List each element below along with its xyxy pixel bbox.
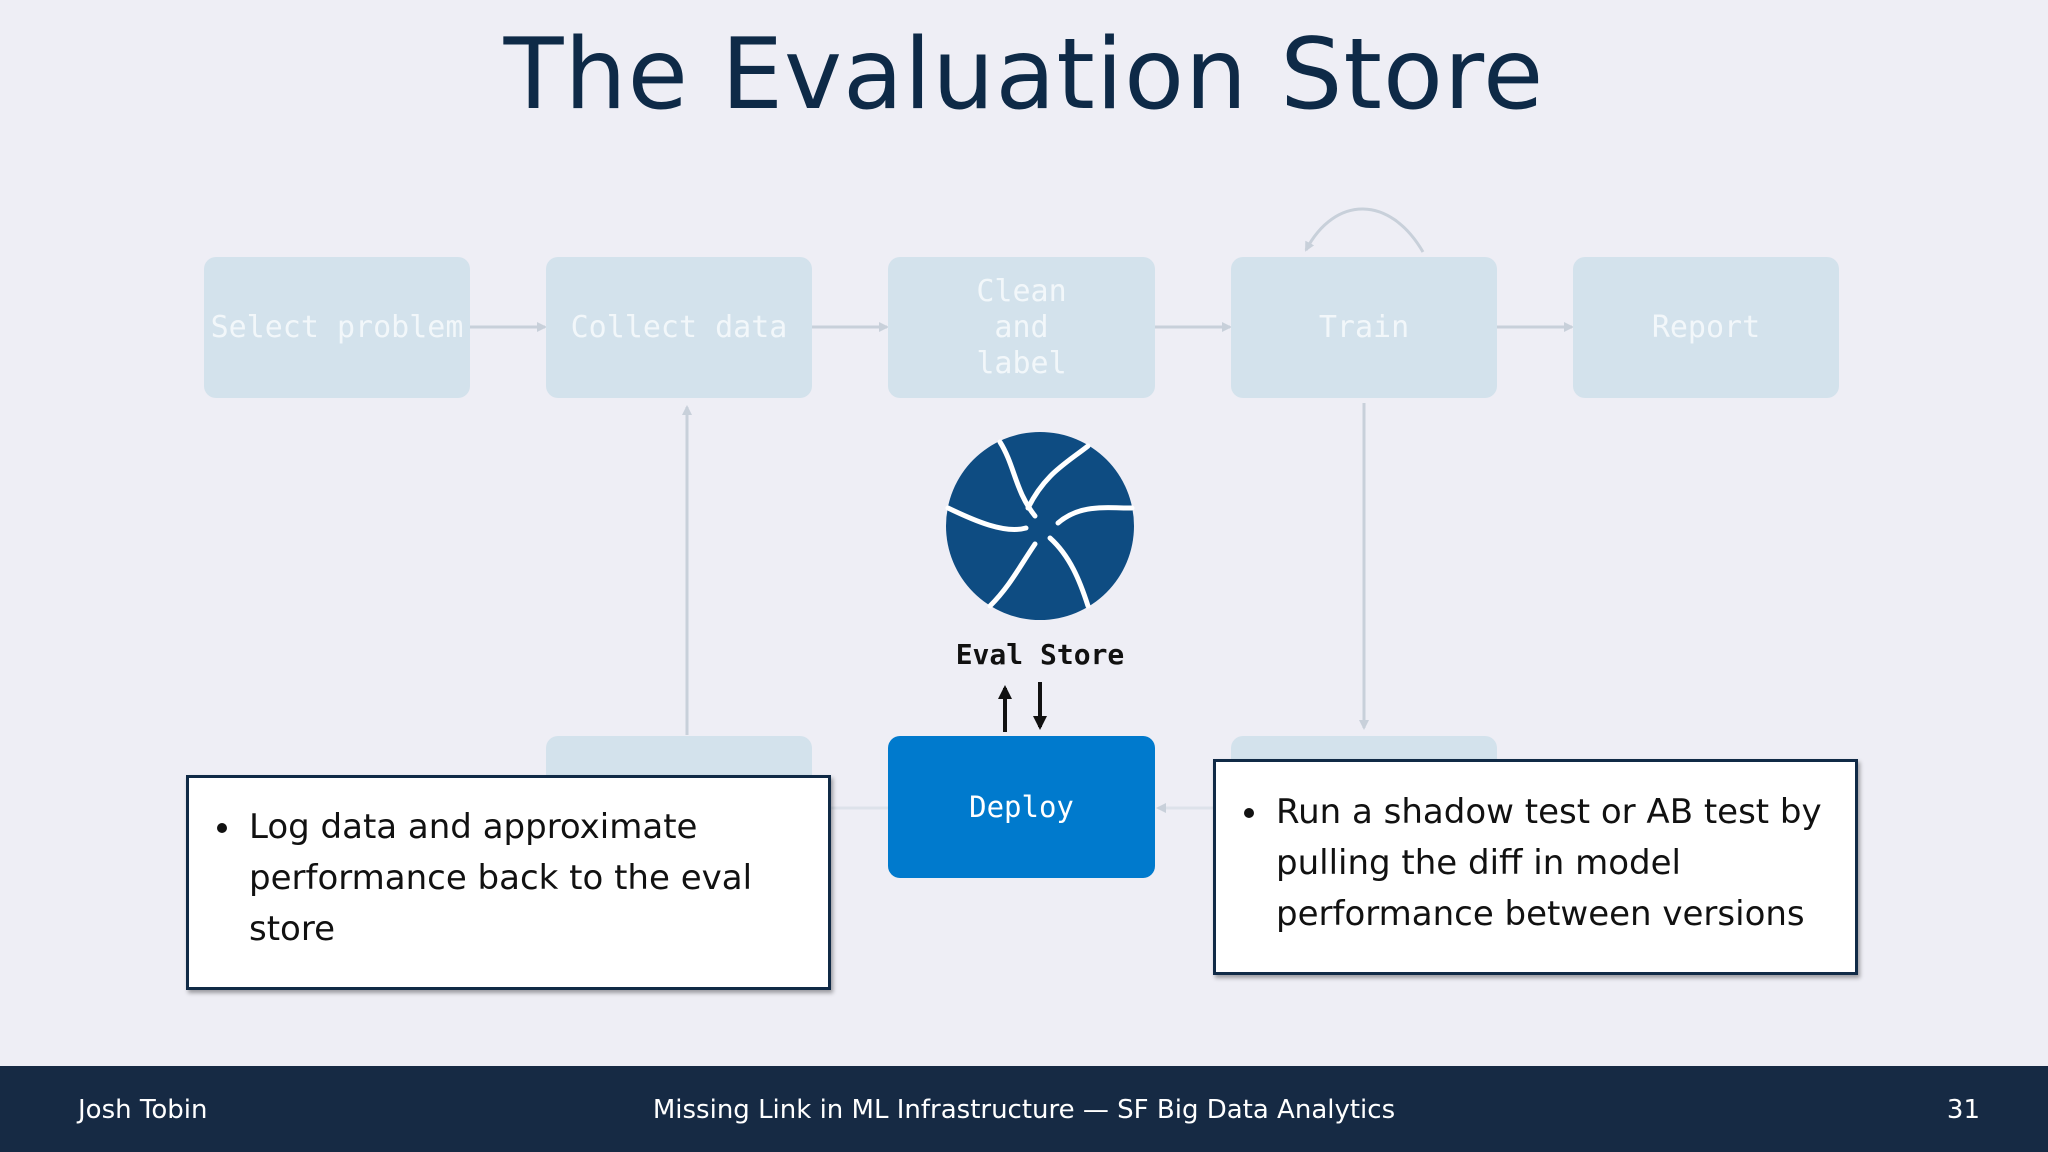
callout-left-list: Log data and approximate performance bac…	[189, 802, 788, 955]
callout-bullet: Log data and approximate performance bac…	[189, 802, 788, 955]
callout-text: Run a shadow test or AB test by pulling …	[1276, 792, 1822, 934]
arrow-train-loop	[1304, 207, 1425, 253]
step-deploy: Deploy	[888, 736, 1155, 878]
footer-author: Josh Tobin	[78, 1095, 208, 1125]
step-report: Report	[1573, 257, 1839, 398]
aperture-icon	[945, 432, 1135, 620]
step-label: Select problem	[210, 309, 464, 345]
bullet-dot	[217, 823, 227, 833]
step-select-problem: Select problem	[204, 257, 470, 398]
step-label: Collect data	[570, 309, 788, 345]
callout-text: Log data and approximate performance bac…	[249, 807, 753, 949]
step-label: Clean and label	[976, 273, 1067, 381]
step-label: Train	[1318, 309, 1410, 345]
step-collect-data: Collect data	[546, 257, 812, 398]
footer-talk-title: Missing Link in ML Infrastructure — SF B…	[652, 1095, 1396, 1125]
bullet-dot	[1244, 808, 1254, 818]
step-label: Report	[1651, 309, 1761, 345]
callout-left: Log data and approximate performance bac…	[186, 775, 831, 990]
step-clean-and-label: Clean and label	[888, 257, 1155, 398]
callout-right: Run a shadow test or AB test by pulling …	[1213, 759, 1858, 975]
slide-footer: Josh Tobin Missing Link in ML Infrastruc…	[0, 1066, 2048, 1152]
step-train: Train	[1231, 257, 1497, 398]
slide-title: The Evaluation Store	[503, 18, 1545, 132]
footer-page-number: 31	[1946, 1095, 1980, 1125]
eval-store-label: Eval Store	[955, 638, 1125, 671]
deploy-label: Deploy	[969, 790, 1074, 824]
callout-right-list: Run a shadow test or AB test by pulling …	[1216, 787, 1825, 940]
callout-bullet: Run a shadow test or AB test by pulling …	[1216, 787, 1825, 940]
